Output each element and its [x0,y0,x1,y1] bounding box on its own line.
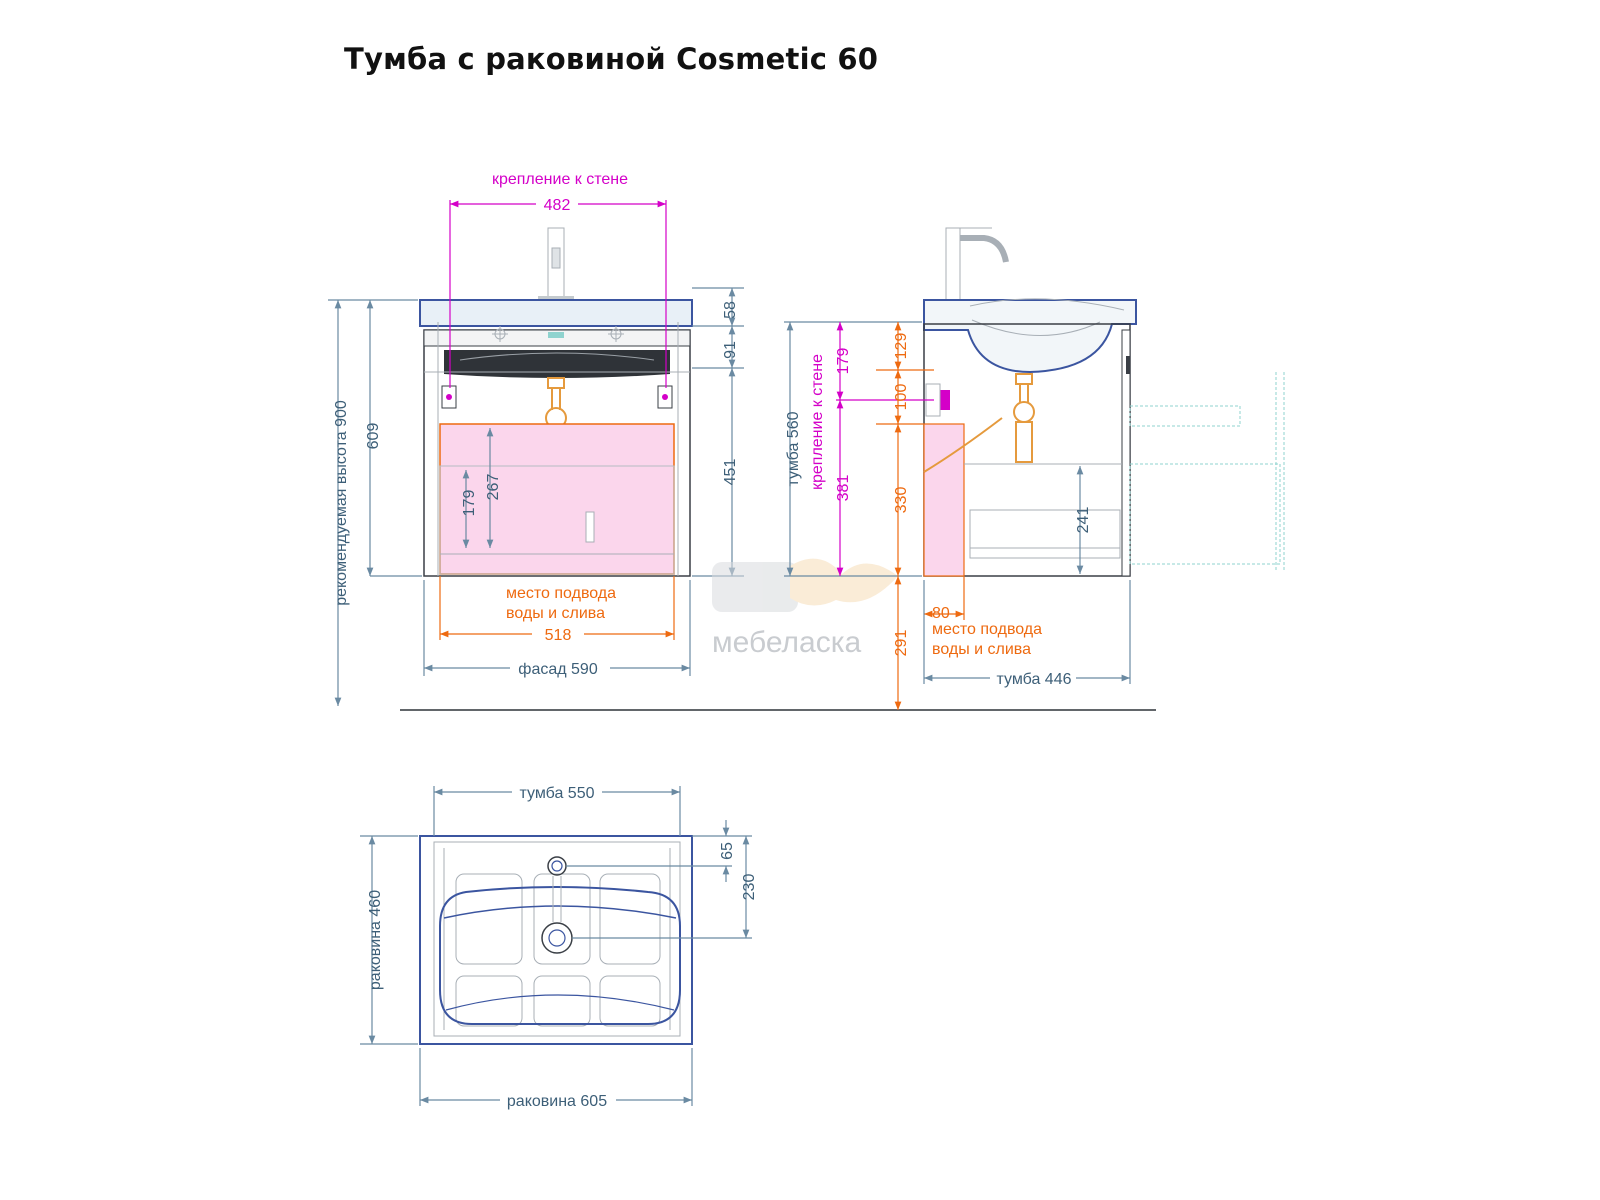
inner-height-1-label: 179 [461,490,478,517]
floor-gap-label: 291 [893,630,910,657]
faucet-icon [538,227,574,300]
drain-offset-label: 230 [741,874,758,901]
basin-bowl [444,350,670,378]
faucet-side-icon [945,227,1009,301]
side-100-label: 100 [893,384,910,411]
watermark-logo-icon [712,558,898,612]
side-cabinet-height-label: тумба 560 [785,411,802,486]
top-view [360,786,752,1106]
wall-mount-label: крепление к стене [492,171,628,188]
utility-zone [439,423,675,575]
side-129-label: 129 [893,333,910,360]
facade-width-label: фасад 590 [518,661,598,678]
sink-side [923,299,1137,374]
drawer-height-label: 241 [1075,507,1092,534]
side-utility-label-line2: воды и слива [932,641,1031,658]
inner-height-2-label: 267 [485,474,502,501]
side-cabinet-depth-label: тумба 446 [997,671,1072,688]
recommended-height-label: рекомендуемая высота 900 [333,400,350,606]
body-height-label: 451 [722,459,739,486]
side-mount-179-label: 179 [835,348,852,375]
siphon-side-icon [1013,373,1035,463]
side-mount-381-label: 381 [835,475,852,502]
tap-offset-label: 65 [719,842,736,860]
watermark-text: мебеласка [712,626,861,659]
sink-slab [419,299,693,327]
side-wall-mount-label: крепление к стене [809,354,826,490]
utility-offset-label: 80 [932,605,950,622]
drawer-extended-outline [1129,372,1285,572]
total-height-label: 609 [365,423,382,450]
utility-width-label: 518 [545,627,572,644]
side-330-label: 330 [893,487,910,514]
utility-strip [923,423,965,577]
basin-top-outline [439,886,681,1025]
sink-top-outline [419,835,693,1045]
side-utility-label-line1: место подвода [932,621,1042,638]
page-title: Тумба с раковиной Cosmetic 60 [344,42,879,76]
utility-label-line1: место подвода [506,585,616,602]
utility-label-line2: воды и слива [506,605,605,622]
wall-mount-width: 482 [544,197,571,214]
screw-icon [492,326,624,342]
side-view [784,227,1285,710]
wall-bracket-icon [441,385,673,409]
sink-thickness-label: 58 [722,301,739,319]
top-cabinet-width-label: тумба 550 [520,785,595,802]
top-gap-label: 91 [722,341,739,359]
top-sink-depth-label: раковина 460 [367,890,384,990]
top-sink-width-label: раковина 605 [507,1093,607,1110]
front-view [328,200,744,706]
